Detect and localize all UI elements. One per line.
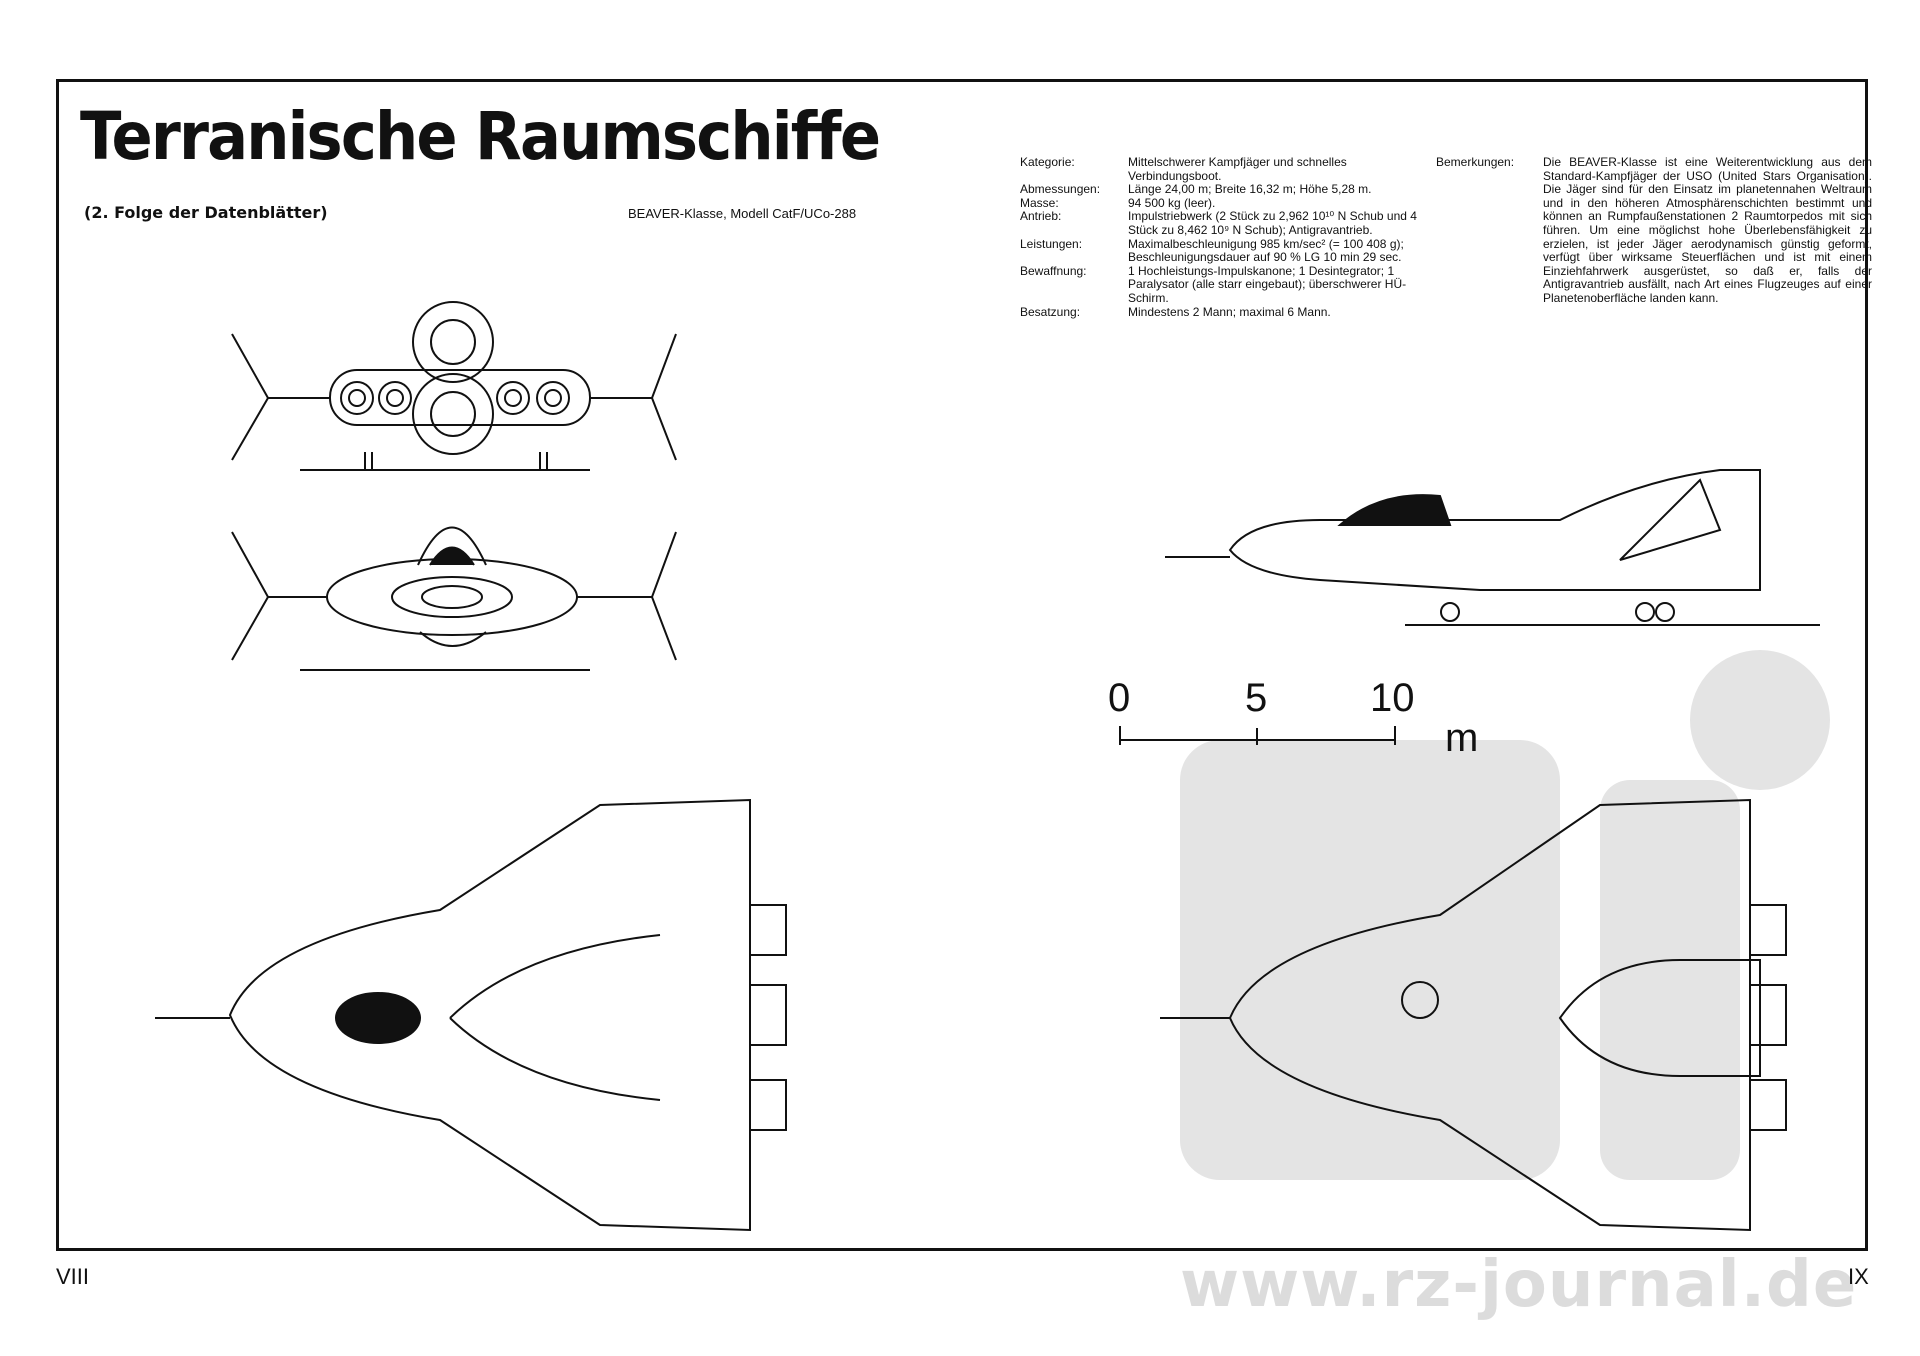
spec-key: Masse: — [1020, 195, 1059, 210]
front-view-drawing — [231, 301, 677, 471]
spec-key: Kategorie: — [1020, 155, 1075, 169]
spec-table: Kategorie: Mittelschwerer Kampfjäger und … — [1020, 155, 1420, 320]
page-title: Terranische Raumschiffe — [80, 98, 881, 175]
spec-value: Länge 24,00 m; Breite 16,32 m; Höhe 5,28… — [1128, 182, 1372, 197]
model-designation: BEAVER-Klasse, Modell CatF/UCo-288 — [628, 206, 857, 221]
spec-value: 1 Hochleistungs-Impulskanone; 1 Desinteg… — [1128, 263, 1407, 305]
side-view-drawing — [1165, 469, 1820, 626]
spec-key: Leistungen: — [1020, 236, 1083, 251]
spec-value: Maximalbeschleunigung 985 km/sec² (= 100… — [1128, 236, 1404, 265]
page-number-left: VIII — [56, 1264, 90, 1289]
spec-row-leistungen: Leistungen: Maximalbeschleunigung 985 km/… — [1020, 236, 1420, 265]
spec-value: Mindestens 2 Mann; maximal 6 Mann. — [1128, 304, 1331, 319]
spec-row-kategorie: Kategorie: Mittelschwerer Kampfjäger und … — [1020, 155, 1420, 183]
spec-key: Antrieb: — [1020, 209, 1062, 224]
spec-key: Besatzung: — [1020, 304, 1081, 319]
watermark-text: www.rz-journal.de — [1180, 1248, 1858, 1322]
spec-row-abmessungen: Abmessungen: Länge 24,00 m; Breite 16,32 … — [1020, 183, 1420, 197]
scale-label-0: 0 — [1108, 676, 1131, 720]
top-view-drawing — [155, 798, 787, 1232]
page-number-right: IX — [1848, 1264, 1869, 1289]
remarks-key: Bemerkungen: — [1436, 155, 1515, 169]
page-subtitle: (2. Folge der Datenblätter) — [84, 203, 328, 222]
bottom-view-drawing — [1160, 798, 1787, 1232]
remarks-text: Die BEAVER-Klasse ist eine Weiterentwick… — [1543, 155, 1872, 305]
watermark-logo — [1180, 650, 1830, 1180]
spec-row-masse: Masse: 94 500 kg (leer). — [1020, 195, 1420, 211]
spec-row-antrieb: Antrieb: Impulstriebwerk (2 Stück zu 2,96… — [1020, 210, 1420, 237]
spec-key: Bewaffnung: — [1020, 263, 1087, 278]
spec-value: 94 500 kg (leer). — [1128, 195, 1216, 210]
scale-unit: m — [1445, 716, 1479, 760]
spec-row-bewaffnung: Bewaffnung: 1 Hochleistungs-Impulskanone;… — [1020, 263, 1420, 306]
spec-value: Mittelschwerer Kampfjäger und schnelles … — [1128, 155, 1347, 183]
spec-key: Abmessungen: — [1020, 182, 1101, 197]
page-frame — [56, 79, 1868, 1251]
rear-view-drawing — [231, 526, 677, 671]
scale-label-5: 5 — [1245, 676, 1268, 720]
spec-row-besatzung: Besatzung: Mindestens 2 Mann; maximal 6 M… — [1020, 304, 1420, 320]
remarks-block: Bemerkungen: Die BEAVER-Klasse ist eine … — [1436, 155, 1872, 306]
spec-value: Impulstriebwerk (2 Stück zu 2,962 10¹⁰ N… — [1128, 209, 1417, 237]
scale-bar — [1119, 726, 1396, 745]
scale-label-10: 10 — [1370, 676, 1415, 720]
